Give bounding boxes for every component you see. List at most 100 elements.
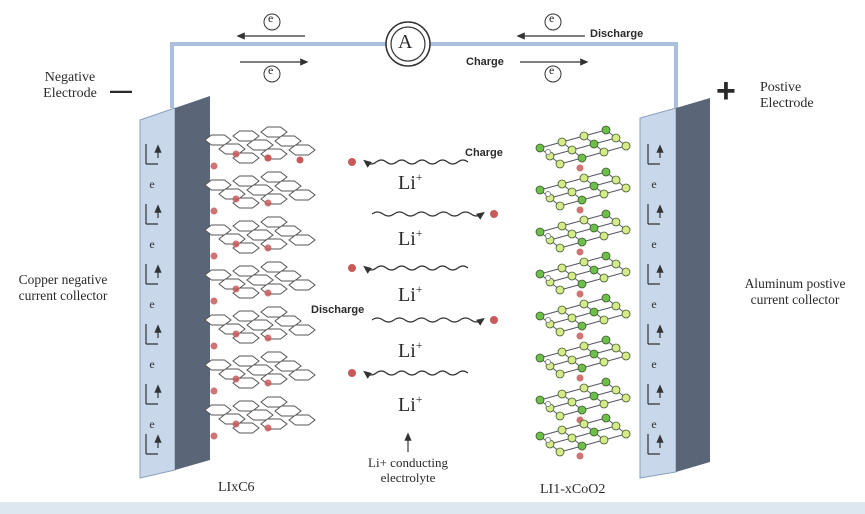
oxygen-atom	[555, 243, 565, 253]
li-ion	[490, 210, 498, 218]
intercalated-li-ion	[264, 334, 272, 342]
cobalt-atom	[589, 427, 599, 437]
graphite-hexagon	[274, 180, 302, 192]
vacancy	[545, 275, 551, 281]
oxygen-atom	[579, 257, 589, 267]
cobalt-atom	[577, 441, 587, 451]
collector-arrow	[647, 264, 660, 285]
oxygen-atom	[579, 173, 589, 183]
graphite-hexagon	[218, 278, 246, 290]
oxygen-atom	[567, 271, 577, 281]
intercalated-li-ion	[576, 290, 584, 298]
graphite-hexagon	[260, 126, 288, 138]
vacancy	[545, 359, 551, 365]
graphite-hexagon	[232, 265, 260, 277]
graphite-hexagon	[232, 287, 260, 299]
oxygen-atom	[567, 355, 577, 365]
cobalt-atom	[601, 251, 611, 261]
graphite-hexagon	[204, 224, 232, 236]
oxygen-atom	[567, 313, 577, 323]
cobalt-atom	[535, 395, 545, 405]
intercalated-li-ion	[576, 164, 584, 172]
ion-wave-arrow	[363, 159, 469, 168]
lattice-line	[559, 355, 627, 375]
oxygen-atom	[621, 183, 631, 193]
collector-arrow	[647, 204, 660, 225]
cathode-material-label: LI1-xCoO2	[540, 482, 606, 497]
vacancy	[545, 191, 551, 197]
li-ion	[264, 154, 272, 162]
cobalt-atom	[589, 139, 599, 149]
cobalt-atom	[601, 293, 611, 303]
graphite-hexagon	[246, 274, 274, 286]
oxygen-atom	[555, 285, 565, 295]
oxygen-atom	[599, 315, 609, 325]
cobalt-atom	[601, 413, 611, 423]
oxygen-atom	[611, 133, 621, 143]
collector-arrow	[145, 384, 158, 405]
intercalated-li-ion	[576, 248, 584, 256]
intercalated-li-ion	[232, 240, 240, 248]
graphite-hexagon	[288, 414, 316, 426]
ammeter-symbol: A	[398, 31, 413, 53]
collector-electron-symbol: e	[149, 237, 154, 251]
oxygen-atom	[599, 273, 609, 283]
graphite-hexagon	[218, 143, 246, 155]
collector-arrow	[145, 264, 158, 285]
collector-electron-symbol: e	[651, 177, 656, 191]
ion-wave-arrows	[363, 159, 485, 379]
intercalated-li-ion	[264, 289, 272, 297]
graphite-hexagon	[204, 314, 232, 326]
electron-flow-arrows	[236, 32, 589, 66]
cobalt-atom	[535, 185, 545, 195]
oxygen-atom	[557, 179, 567, 189]
intercalated-li-ion	[210, 342, 218, 350]
vacancy	[545, 401, 551, 407]
bottom-strip	[0, 502, 865, 514]
intercalated-li-ion	[576, 452, 584, 460]
oxygen-atom	[621, 351, 631, 361]
collector-arrow	[647, 434, 660, 455]
cobalt-atom	[577, 321, 587, 331]
graphite-hexagon	[246, 409, 274, 421]
lattice-line	[559, 433, 627, 453]
graphite-hexagon	[204, 404, 232, 416]
cathode-layer	[535, 335, 631, 382]
ion-wave-arrow	[371, 317, 485, 326]
graphite-hexagon	[218, 188, 246, 200]
graphite-hexagon	[274, 225, 302, 237]
lattice-line	[559, 313, 627, 333]
graphite-hexagon	[260, 306, 288, 318]
oxygen-atom	[579, 383, 589, 393]
graphite-hexagon	[232, 310, 260, 322]
graphite-sheet	[204, 216, 316, 260]
intercalated-li-ion	[210, 297, 218, 305]
oxygen-atom	[599, 231, 609, 241]
oxygen-atom	[621, 429, 631, 439]
cobalt-atom	[577, 279, 587, 289]
graphite-hexagon	[260, 396, 288, 408]
oxygen-atom	[599, 357, 609, 367]
li-ion	[348, 264, 356, 272]
lattice-line	[559, 229, 627, 249]
intercalated-li-ion	[264, 379, 272, 387]
lattice-line	[549, 347, 617, 367]
oxygen-atom	[579, 299, 589, 309]
oxygen-atom	[557, 305, 567, 315]
li-ion	[348, 369, 356, 377]
electron-circles	[263, 13, 562, 83]
lattice-line	[539, 255, 607, 275]
intercalated-li-ion	[210, 387, 218, 395]
negative-sign: —	[110, 78, 132, 103]
negative-electrode-label: Negative Electrode	[43, 70, 97, 102]
intercalated-li-ion	[264, 424, 272, 432]
collector-electron-symbol: e	[651, 417, 656, 431]
cobalt-atom	[589, 349, 599, 359]
oxygen-atom	[611, 259, 621, 269]
oxygen-atom	[621, 309, 631, 319]
positive-electrode-label: Postive Electrode	[760, 80, 814, 112]
graphite-hexagon	[274, 315, 302, 327]
graphite-hexagon	[232, 197, 260, 209]
graphite-hexagon	[274, 405, 302, 417]
graphite-sheet	[204, 261, 316, 305]
